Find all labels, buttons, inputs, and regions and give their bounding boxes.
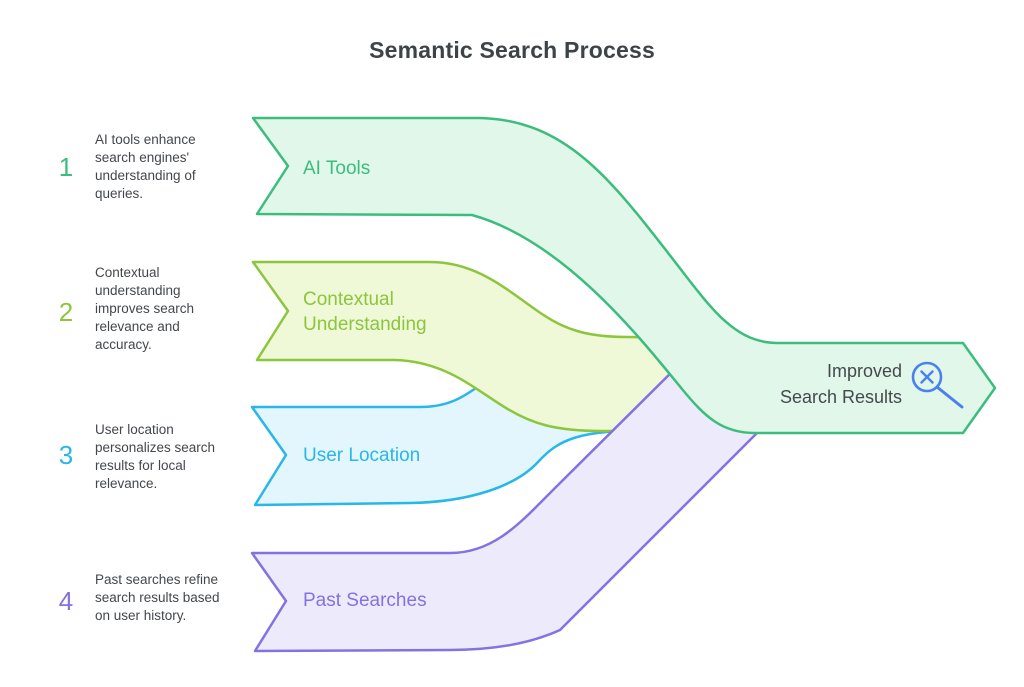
ai-tools-label: AI Tools	[303, 158, 371, 179]
step-4-number: 4	[58, 586, 74, 616]
page-title: Semantic Search Process	[369, 37, 655, 63]
step-3-description: User location personalizes search result…	[95, 422, 216, 491]
contextual-understanding-band	[251, 260, 704, 433]
improved-search-results-label: Improved Search Results	[779, 361, 902, 407]
step-4-description: Past searches refine search results base…	[95, 572, 220, 623]
step-1-description: AI tools enhance search engines' underst…	[95, 132, 196, 201]
step-2-description: Contextual understanding improves search…	[95, 265, 195, 352]
ai-tools-band-and-result-arrow	[251, 116, 997, 435]
step-2-number: 2	[58, 297, 74, 327]
contextual-understanding-label: Contextual Understanding	[303, 289, 427, 335]
step-1-number: 1	[58, 152, 74, 182]
step-3-number: 3	[58, 440, 74, 470]
user-location-label: User Location	[303, 445, 421, 466]
past-searches-label: Past Searches	[303, 590, 427, 611]
magnifier-x-icon	[911, 361, 964, 409]
